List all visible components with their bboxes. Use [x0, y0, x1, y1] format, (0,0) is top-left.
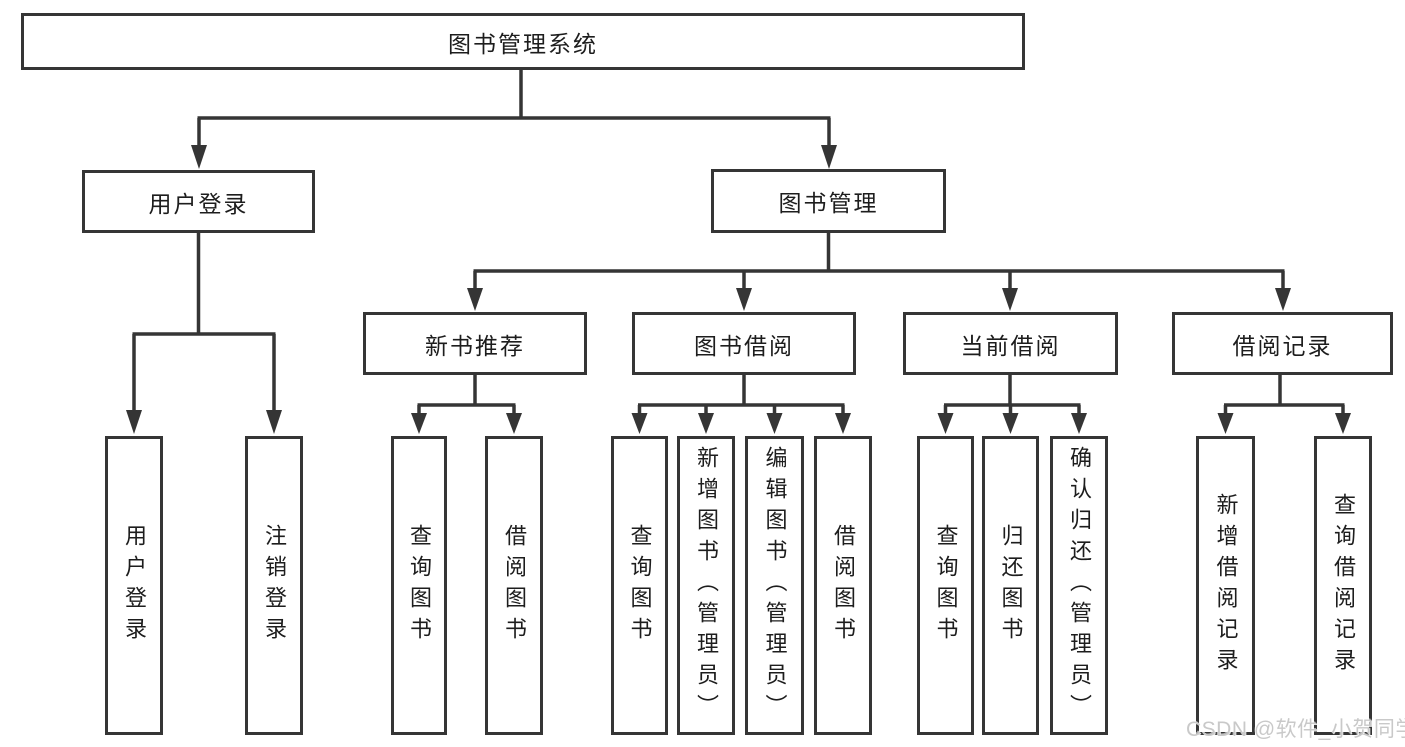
leaf-edit-books-admin: 编辑图书（管理员）	[745, 436, 804, 735]
leaf-borrow-books-recommend: 借阅图书	[485, 436, 543, 735]
leaf-label: 借阅图书	[502, 523, 527, 648]
node-current-borrow: 当前借阅	[903, 312, 1118, 375]
leaf-label: 查询借阅记录	[1331, 492, 1356, 679]
leaf-add-borrow-record: 新增借阅记录	[1196, 436, 1255, 735]
leaf-label: 归还图书	[998, 523, 1024, 648]
leaf-label: 注销登录	[262, 523, 287, 648]
node-book-management: 图书管理	[711, 169, 946, 233]
leaf-borrow-books: 借阅图书	[814, 436, 872, 735]
leaf-label: 新增图书（管理员）	[694, 446, 719, 725]
leaf-label: 新增借阅记录	[1213, 492, 1239, 679]
leaf-label: 查询图书	[407, 523, 432, 648]
leaf-label: 借阅图书	[831, 523, 856, 648]
node-borrow-records: 借阅记录	[1172, 312, 1393, 375]
leaf-user-login: 用户登录	[105, 436, 163, 735]
leaf-query-books-current: 查询图书	[917, 436, 974, 735]
leaf-label: 查询图书	[933, 523, 959, 648]
leaf-add-books-admin: 新增图书（管理员）	[677, 436, 735, 735]
leaf-query-books-borrow: 查询图书	[611, 436, 668, 735]
csdn-watermark: CSDN @软件_小贺同学	[1186, 718, 1405, 741]
leaf-label: 确认归还（管理员）	[1067, 446, 1092, 725]
node-library-management-system: 图书管理系统	[21, 13, 1025, 70]
leaf-return-books: 归还图书	[982, 436, 1039, 735]
leaf-query-borrow-record: 查询借阅记录	[1314, 436, 1372, 735]
leaf-query-books-recommend: 查询图书	[391, 436, 447, 735]
leaf-logout: 注销登录	[245, 436, 303, 735]
node-book-borrow: 图书借阅	[632, 312, 856, 375]
leaf-label: 用户登录	[122, 523, 147, 648]
node-user-login: 用户登录	[82, 170, 315, 233]
node-new-book-recommend: 新书推荐	[363, 312, 587, 375]
leaf-label: 编辑图书（管理员）	[762, 446, 788, 725]
leaf-label: 查询图书	[627, 523, 653, 648]
leaf-confirm-return-admin: 确认归还（管理员）	[1050, 436, 1108, 735]
